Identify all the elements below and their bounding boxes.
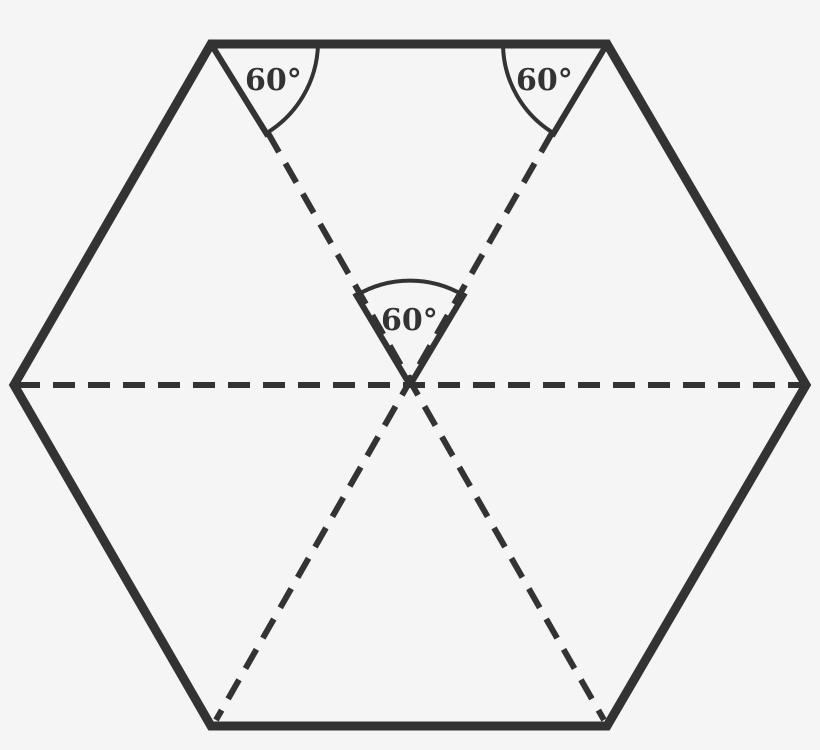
angle-arc-top-right	[501, 43, 557, 136]
solid-segment-center-right	[407, 291, 468, 387]
angle-label-top-left: 60°	[245, 63, 302, 98]
solid-segment-top-right	[549, 42, 610, 138]
diagonal-topleft-bottomright	[265, 131, 607, 722]
angle-label-top-right: 60°	[516, 63, 573, 98]
angle-label-center: 60°	[381, 303, 438, 338]
hexagon-outline	[8, 39, 812, 731]
solid-segment-top-left	[208, 42, 271, 138]
angle-arc-top-left	[263, 43, 320, 136]
solid-segment-center-left	[352, 291, 413, 387]
angle-arc-center	[355, 278, 465, 297]
angle-arcs	[263, 43, 557, 297]
solid-segments	[208, 42, 610, 387]
diagonal-topright-bottomleft	[213, 131, 555, 722]
diagonals	[18, 131, 802, 722]
